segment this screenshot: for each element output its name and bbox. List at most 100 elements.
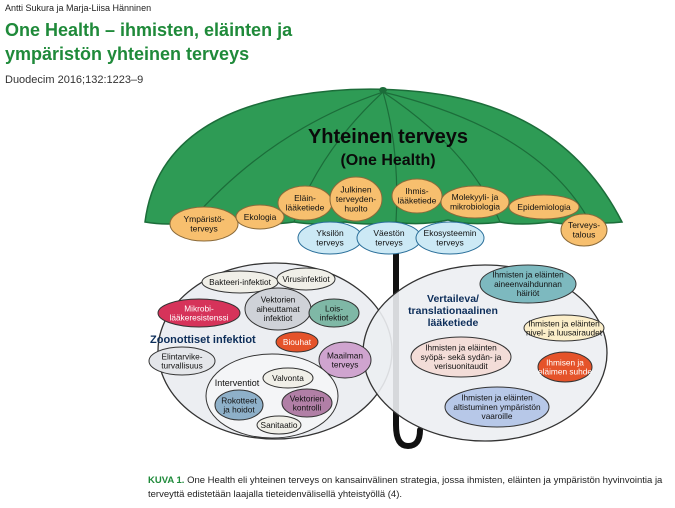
zoonotic-item-oval-line: Maailman: [327, 350, 363, 360]
zoonotic-item-oval-line: lääkeresistenssi: [169, 313, 228, 323]
intervention-heading: Interventiot: [215, 378, 260, 388]
zoonotic-item-oval-line: aiheuttamat: [256, 304, 300, 314]
umbrella-subtitle: (One Health): [340, 152, 435, 169]
umbrella-handle: [393, 247, 423, 450]
comparative-item-oval-line: Ihmisen ja: [546, 357, 584, 367]
figure-caption: KUVA 1. One Health eli yhteinen terveys …: [148, 474, 668, 502]
intervention-item-oval-line: ja hoidot: [222, 405, 255, 415]
right-heading-line: translationaalinen: [408, 305, 498, 317]
page-title: One Health – ihmisten, eläinten ja ympär…: [5, 20, 293, 64]
comparative-item-oval-line: verisuonitaudit: [434, 361, 488, 371]
zoonotic-item-oval-line: Biouhat: [283, 337, 312, 347]
zoonotic-item-oval-line: infektiot: [264, 313, 293, 323]
discipline-oval-line: talous: [573, 230, 596, 240]
zoonotic-item-oval-line: Lois-: [325, 303, 343, 313]
comparative-item-oval-line: Ihmisten ja eläinten: [425, 343, 497, 353]
discipline-oval: Ihmis-lääketiede: [391, 178, 443, 214]
intervention-item-oval: Sanitaatio: [256, 415, 302, 435]
discipline-oval-line: lääketiede: [286, 203, 325, 213]
discipline-oval-line: terveys: [190, 224, 217, 234]
zoonotic-item-oval-line: turvallisuus: [161, 361, 203, 371]
comparative-item-oval-line: häiriöt: [517, 288, 540, 298]
caption-text: One Health eli yhteinen terveys on kansa…: [148, 475, 663, 500]
discipline-oval-line: lääketiede: [398, 196, 437, 206]
intervention-item-oval-line: Sanitaatio: [261, 420, 298, 430]
discipline-oval-line: Eläin-: [294, 193, 316, 203]
comparative-medicine-group: Ihmisten ja eläintenaineenvaihdunnanhäir…: [410, 264, 605, 428]
discipline-oval-line: Ympäristö-: [183, 214, 224, 224]
health-level-oval-line: terveys: [375, 238, 402, 248]
zoonotic-item-oval: Biouhat: [275, 331, 319, 353]
intervention-item-oval: Valvonta: [262, 367, 314, 389]
comparative-item-oval-line: vaaroille: [482, 411, 513, 421]
comparative-item-oval-line: nivel- ja luusairaudet: [526, 328, 603, 338]
comparative-item-oval-line: Ihmisten ja eläinten: [461, 393, 533, 403]
intervention-item-oval-line: Vektorien: [290, 393, 325, 403]
health-level-oval-line: terveys: [316, 238, 343, 248]
authors: Antti Sukura ja Marja-Liisa Hänninen: [5, 3, 152, 13]
zoonotic-item-oval: Virusinfektiot: [276, 267, 336, 291]
health-level-oval-line: Väestön: [373, 228, 404, 238]
zoonotic-infection-group: Bakteeri-infektiot VirusinfektiotMikrobi-…: [148, 267, 372, 379]
discipline-group: Ympäristö-terveysEkologiaEläin-lääketied…: [169, 176, 608, 247]
comparative-item-oval-line: aineenvaihdunnan: [494, 279, 562, 289]
comparative-item-oval-line: Ihmisten ja eläinten: [492, 270, 564, 280]
discipline-oval-line: huolto: [344, 203, 367, 213]
left-heading: Zoonottiset infektiot: [150, 334, 256, 346]
zoonotic-item-oval: Lois-infektiot: [308, 298, 360, 328]
zoonotic-item-oval-line: Virusinfektiot: [282, 274, 330, 284]
caption-label: KUVA 1.: [148, 475, 185, 486]
discipline-oval-line: Julkinen: [340, 184, 371, 194]
discipline-oval: Ympäristö-terveys: [169, 206, 239, 242]
comparative-item-oval-line: syöpä- sekä sydän- ja: [421, 352, 502, 362]
umbrella-title: Yhteinen terveys: [308, 126, 468, 148]
intervention-item-oval-line: Rokotteet: [221, 395, 257, 405]
discipline-oval-line: Ihmis-: [405, 186, 428, 196]
comparative-item-oval-line: eläimen suhde: [538, 367, 592, 377]
right-heading-line: lääketiede: [428, 317, 479, 329]
zoonotic-item-oval-line: Elintarvike-: [161, 351, 202, 361]
discipline-oval-line: Terveys-: [568, 220, 600, 230]
discipline-oval: Ekologia: [235, 204, 285, 230]
citation: Duodecim 2016;132:1223–9: [5, 74, 144, 86]
discipline-oval-line: Molekyyli- ja: [452, 192, 499, 202]
comparative-item-oval: Ihmisten ja eläintenaineenvaihdunnanhäir…: [479, 264, 577, 304]
discipline-oval: Eläin-lääketiede: [277, 185, 333, 221]
zoonotic-item-oval: Elintarvike-turvallisuus: [148, 346, 216, 376]
discipline-oval-line: Ekologia: [244, 212, 277, 222]
health-level-oval-line: Yksilön: [316, 228, 344, 238]
discipline-oval-line: terveyden-: [336, 194, 376, 204]
zoonotic-item-oval-line: Bakteeri-infektiot: [209, 277, 271, 287]
health-level-oval-line: terveys: [436, 238, 463, 248]
intervention-item-oval-line: Valvonta: [272, 373, 304, 383]
zoonotic-item-oval-line: terveys: [332, 360, 359, 370]
health-level-oval-line: Ekosysteemin: [424, 228, 477, 238]
health-level-group: YksilönterveysVäestönterveysEkosysteemin…: [297, 221, 485, 255]
comparative-item-oval-line: Ihmisten ja eläinten: [528, 318, 600, 328]
discipline-oval: Terveys-talous: [560, 213, 608, 247]
intervention-item-oval-line: kontrolli: [293, 403, 322, 413]
zoonotic-item-oval-line: Vektorien: [261, 295, 296, 305]
zoonotic-item-oval-line: infektiot: [320, 313, 349, 323]
discipline-oval-line: mikrobiologia: [450, 202, 500, 212]
zoonotic-item-oval: Mikrobi-lääkeresistenssi: [157, 298, 241, 328]
discipline-oval-line: Epidemiologia: [517, 202, 571, 212]
right-heading-line: Vertaileva/: [427, 293, 479, 305]
comparative-item-oval-line: altistuminen ympäristön: [453, 402, 541, 412]
zoonotic-item-oval-line: Mikrobi-: [184, 303, 214, 313]
